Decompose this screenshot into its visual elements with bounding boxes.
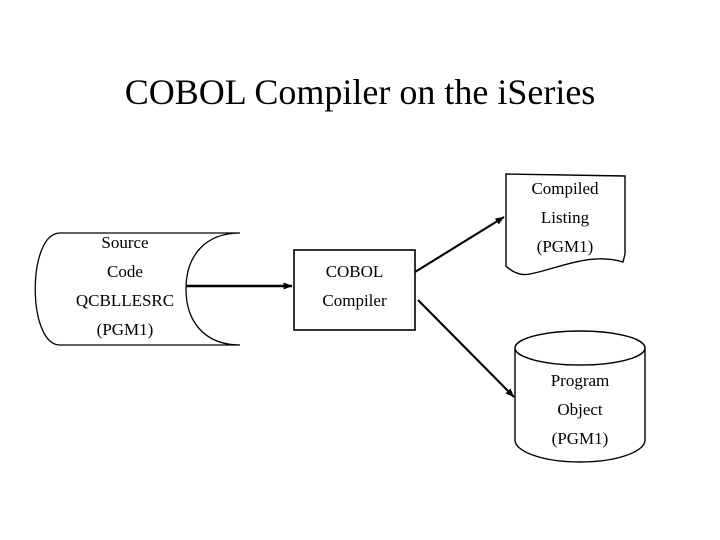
page-title: COBOL Compiler on the iSeries: [124, 72, 596, 112]
shape-cobol-compiler[interactable]: [293, 249, 416, 331]
shape-program-object-top: [514, 330, 646, 366]
shape-compiled-listing[interactable]: [505, 173, 626, 276]
shape-source-code[interactable]: [34, 232, 241, 346]
connector-compiler-to-listing[interactable]: [414, 216, 505, 273]
connector-compiler-to-object[interactable]: [417, 299, 515, 398]
shape-program-object-body[interactable]: [514, 347, 646, 463]
